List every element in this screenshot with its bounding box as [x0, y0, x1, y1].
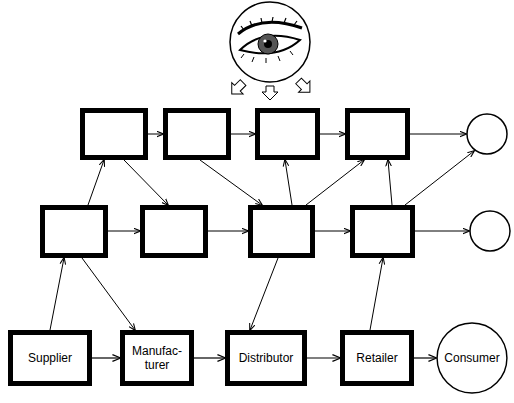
process-box: Supplier [8, 330, 92, 386]
flow-arrow [414, 357, 436, 358]
flow-line [50, 134, 474, 330]
process-box: Retailer [340, 330, 414, 386]
flow-arrow [307, 357, 340, 358]
node-label: Distributor [236, 351, 297, 365]
process-box: Manufac- turer [120, 330, 194, 386]
view-arrow [226, 75, 315, 100]
end-circle: Consumer [436, 322, 508, 394]
flow-arrow [92, 357, 120, 358]
process-box: Distributor [225, 330, 307, 386]
node-label: Supplier [25, 351, 75, 365]
node-label: Manufac- turer [125, 344, 189, 372]
empty-circle [467, 114, 510, 251]
node-label: Retailer [353, 351, 400, 365]
empty-box [43, 111, 413, 256]
eye-observer [230, 2, 310, 82]
flow-arrow [194, 357, 225, 358]
node-label: Consumer [441, 351, 502, 365]
